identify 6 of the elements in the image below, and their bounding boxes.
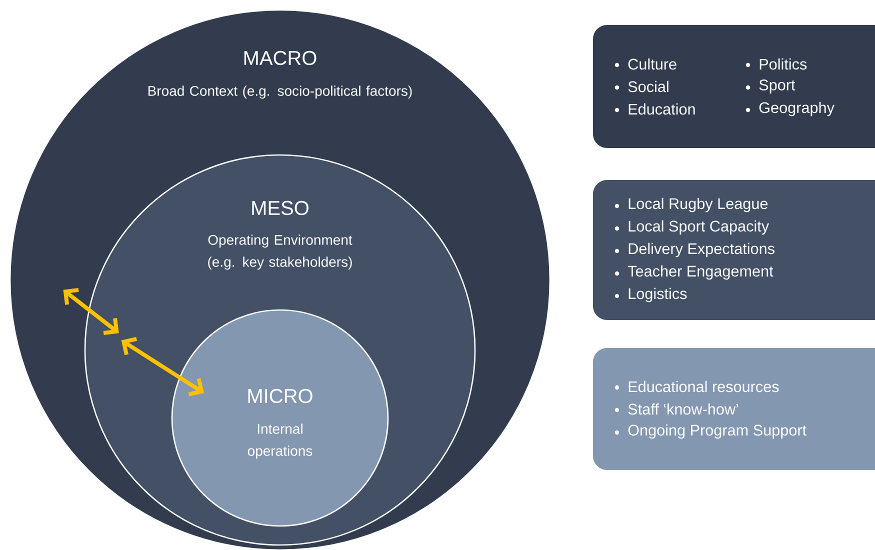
list-box: Educational resources Staff ‘know-how’ Ongoing Program Support	[593, 348, 875, 470]
list-box: Culture Social Education Politics Sport Geography	[593, 25, 875, 148]
circle-band: MICRO Internal operations	[171, 309, 389, 527]
double-arrow	[121, 337, 204, 396]
list-box: Local Rugby League Local Sport Capacity Delivery Expectations Teacher Engagement Logistics	[593, 180, 875, 320]
double-arrow	[63, 288, 119, 335]
